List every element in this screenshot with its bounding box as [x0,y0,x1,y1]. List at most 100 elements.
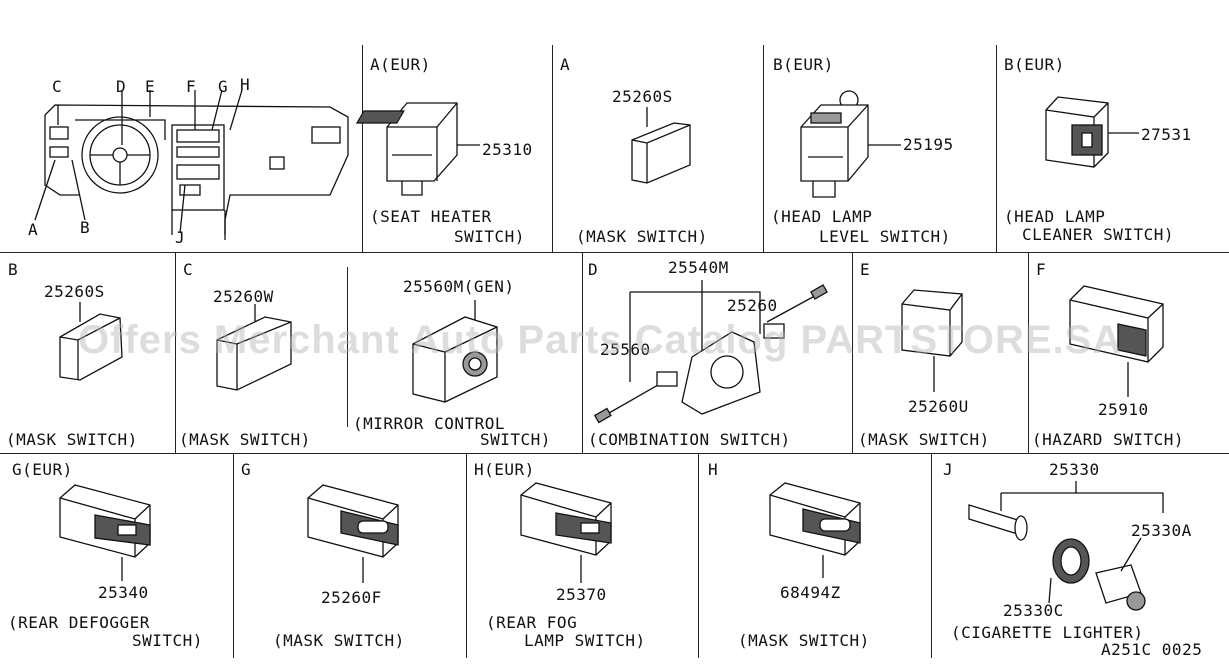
panel-title: A(EUR) [370,55,431,74]
caption-line-1: (MASK SWITCH) [738,631,870,650]
part-number-mask: 25260W [213,287,274,306]
divider [763,45,764,252]
divider [931,453,932,658]
part-number-main: 25330 [1049,460,1100,479]
panel-g: G 25260F (MASK SWITCH) [233,453,466,658]
part-number-a: 25260 [727,296,778,315]
panel-title: E [860,260,871,279]
panel-b-eur-level: B(EUR) 25195 (HEAD LAMP LEVEL SWITCH) [763,45,996,252]
caption-line-2: CLEANER SWITCH) [1022,225,1174,244]
caption-line-1: (REAR FOG [486,613,578,632]
caption-line-1: (COMBINATION SWITCH) [588,430,791,449]
panel-title: D [588,260,599,279]
caption-line-3: SWITCH) [480,430,551,449]
part-number: 25260F [321,588,382,607]
divider [362,45,363,252]
panel-a: A 25260S (MASK SWITCH) [552,45,763,252]
caption-line-1: (MASK SWITCH) [858,430,990,449]
combination-switch-drawing [593,280,828,424]
caption-line-1: (SEAT HEATER [370,207,492,226]
dashboard-drawing [34,89,349,240]
part-number: 25340 [98,583,149,602]
overview-letter-c: C [52,77,63,96]
caption-line-2: SWITCH) [132,631,203,650]
panel-b: B 25260S (MASK SWITCH) [0,252,175,453]
caption-line-2: LAMP SWITCH) [524,631,646,650]
mask-and-mirror-switch-drawing [216,300,498,403]
caption-line-2: SWITCH) [454,227,525,246]
mask-switch-drawing [307,484,399,583]
mask-switch-drawing [59,302,123,381]
divider [1028,252,1029,453]
panel-title: B(EUR) [773,55,834,74]
overview-letter-g: G [218,77,229,96]
mask-switch-drawing [769,482,861,578]
caption-line-1: (MASK SWITCH) [179,430,311,449]
part-number: 27531 [1141,125,1192,144]
overview-letter-f: F [186,77,197,96]
part-number-mirror: 25560M(GEN) [403,277,515,296]
panel-f: F 25910 (HAZARD SWITCH) [1028,252,1229,453]
mask-switch-drawing [631,107,691,184]
panel-title: A [560,55,571,74]
part-number: 25195 [903,135,954,154]
divider [698,453,699,658]
part-number: 25260S [612,87,673,106]
panel-a-eur: A(EUR) 25310 (SEAT HEATER SWITCH) [355,45,552,252]
panel-g-eur: G(EUR) 25340 (REAR DEFOGGER SWITCH) [0,453,233,658]
drawing-id: A251C 0025 [1101,640,1203,659]
overview-letter-d: D [116,77,127,96]
divider [233,453,234,658]
caption-line-1: (MASK SWITCH) [273,631,405,650]
rear-fog-lamp-switch-drawing [520,482,612,583]
divider [0,252,1229,253]
hazard-switch-drawing [1069,285,1164,397]
part-number: 25260U [908,397,969,416]
head-lamp-level-switch-drawing [800,90,901,198]
divider [466,453,467,658]
dashboard-overview: C D E F G H A B J [0,45,362,252]
panel-title: H [708,460,719,479]
overview-letter-h: H [240,75,251,94]
panel-e: E 25260U (MASK SWITCH) [852,252,1028,453]
panel-title: C [183,260,194,279]
divider [175,252,176,453]
panel-h-eur: H(EUR) 25370 (REAR FOG LAMP SWITCH) [466,453,698,658]
part-number: 68494Z [780,583,841,602]
caption-line-2: LEVEL SWITCH) [819,227,951,246]
part-number-b: 25560 [600,340,651,359]
divider [582,252,583,453]
caption-line-1: (MASK SWITCH) [576,227,708,246]
caption-line-1: (HEAD LAMP [1004,207,1106,226]
overview-letter-j: J [175,228,186,247]
caption-line-2: (MIRROR CONTROL [353,414,505,433]
panel-title: B [8,260,19,279]
panel-title: B(EUR) [1004,55,1065,74]
panel-title: G [241,460,252,479]
head-lamp-cleaner-switch-drawing [1045,96,1139,168]
divider [852,252,853,453]
part-number: 25260S [44,282,105,301]
part-number-main: 25540M [668,258,729,277]
part-number-b: 25330C [1003,601,1064,620]
divider [552,45,553,252]
panel-title: G(EUR) [12,460,73,479]
caption-line-1: (CIGARETTE LIGHTER) [951,623,1144,642]
caption-line-1: (MASK SWITCH) [6,430,138,449]
caption-line-1: (HAZARD SWITCH) [1032,430,1184,449]
divider [996,45,997,252]
rear-defogger-switch-drawing [59,484,151,581]
part-number-a: 25330A [1131,521,1192,540]
overview-letter-a: A [28,220,39,239]
sub-divider [347,267,348,427]
caption-line-1: (HEAD LAMP [771,207,873,226]
panel-title: J [943,460,954,479]
panel-j: J 25330 25330A 25330C (CIGARETTE LIGHTER… [931,453,1229,659]
part-number: 25910 [1098,400,1149,419]
caption-line-1: (REAR DEFOGGER [8,613,150,632]
panel-d: D 25540M 25260 25560 (COMBINATION SWITCH… [582,252,852,453]
part-number: 25310 [482,140,533,159]
panel-c: C 25260W 25560M(GEN) (MASK SWITCH) (MIRR… [175,252,582,453]
part-number: 25370 [556,585,607,604]
panel-b-eur-cleaner: B(EUR) 27531 (HEAD LAMP CLEANER SWITCH) [996,45,1229,252]
